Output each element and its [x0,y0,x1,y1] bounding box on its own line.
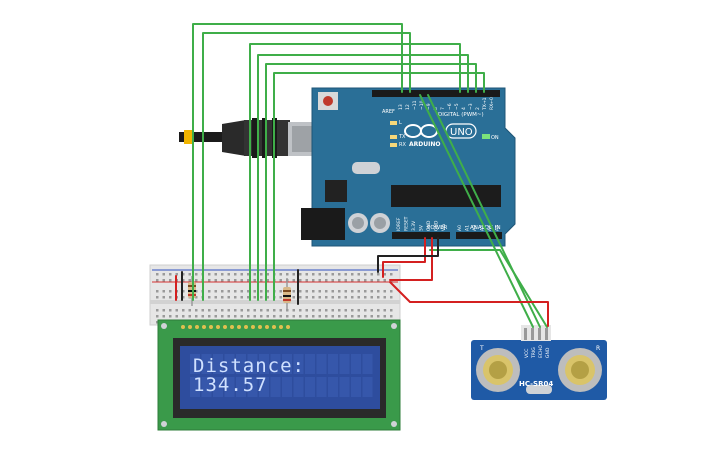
wire-5v[interactable] [382,237,426,278]
digital-pin-label-11: 2 [475,107,481,110]
power-header[interactable] [392,232,450,239]
aref-label: AREF [382,109,395,115]
wire-echo[interactable] [427,94,541,328]
usb-cable[interactable] [179,118,316,158]
arduino-uno-board[interactable] [301,87,516,247]
analog-pin-label-3: A3 [480,225,486,231]
sensor-model: HC-SR04 [519,380,553,388]
digital-header[interactable] [372,90,500,97]
sensor-t-mark: T [479,345,484,352]
sensor-pin-label-3: GND [545,347,551,358]
wire-sensor-vcc[interactable] [389,281,549,327]
wire-lcd-d4[interactable] [249,43,461,301]
led-on [482,134,490,139]
power-pin-label-3: 5V [419,224,425,231]
power-pin-label-2: 3.3V [411,220,417,231]
on-label: ON [491,135,499,141]
ultrasonic-sensor[interactable] [471,325,607,400]
wire-5v-rail[interactable] [389,237,433,281]
lcd-line-2: 134.57 [193,374,268,396]
arduino-brand: ARDUINO [409,141,440,148]
digital-pin-label-9: 4 [461,107,467,110]
lcd-pin-header[interactable] [181,325,290,329]
wire-lcd-d6[interactable] [265,63,477,301]
wire-lcd-rs[interactable] [192,23,403,301]
power-pin-label-5: GND [434,220,440,231]
power-pin-label-6: Vin [441,224,447,231]
analog-pin-label-1: A1 [465,225,471,231]
sensor-pin-label-1: TRIG [531,347,537,359]
resistor-2[interactable] [283,278,291,310]
digital-pin-label-6: 7 [440,107,446,110]
led-tx [390,135,397,139]
arduino-model: UNO [450,127,473,138]
digital-pin-label-4: ~9 [426,103,432,110]
digital-pin-label-2: ~11 [412,100,418,110]
sensor-r-mark: R [596,345,600,352]
power-pin-label-4: GND [426,220,432,231]
wire-sensor-gnd[interactable] [429,249,548,328]
wires[interactable] [175,23,549,328]
led-rx [390,143,397,147]
atmega-chip [391,185,501,207]
lcd-module[interactable] [157,319,401,431]
sensor-pin-label-0: VCC [524,349,530,358]
wire-lcd-en[interactable] [202,32,411,301]
digital-pin-label-0: 13 [398,104,404,110]
digital-label: DIGITAL (PWM~) [438,112,484,118]
power-jack[interactable] [301,208,345,240]
analog-pin-label-0: A0 [457,225,463,231]
power-label: POWER [427,225,448,231]
digital-pin-label-7: ~6 [447,103,453,110]
led-tx-label: TX [398,134,406,140]
sensor-pin-label-2: ECHO [538,345,544,358]
analog-pin-label-5: A5 [495,225,501,231]
digital-pin-label-5: 8 [433,107,439,110]
power-pin-label-0: IOREF [396,217,402,231]
led-l [390,121,397,125]
wire-gnd[interactable] [377,237,439,273]
digital-pin-label-10: ~3 [468,103,474,110]
digital-pin-label-3: ~10 [419,100,425,110]
power-pin-label-1: RESET [404,216,410,231]
analog-header[interactable] [456,232,502,239]
usb-chip [325,180,347,202]
digital-pin-label-12: TX→1 [482,97,488,111]
sensor-crystal [526,385,552,394]
analog-pin-label-4: A4 [487,225,493,231]
wire-lcd-d7[interactable] [273,72,485,301]
crystal [352,162,380,174]
led-rx-label: RX [399,142,406,148]
digital-pin-label-13: RX←0 [489,97,495,110]
digital-pin-label-8: ~5 [454,103,460,110]
wire-trig[interactable] [419,94,534,328]
lcd-line-1: Distance: [193,355,305,377]
led-l-label: L [399,120,402,126]
digital-pin-label-1: 12 [405,104,411,110]
analog-pin-label-2: A2 [472,225,478,231]
